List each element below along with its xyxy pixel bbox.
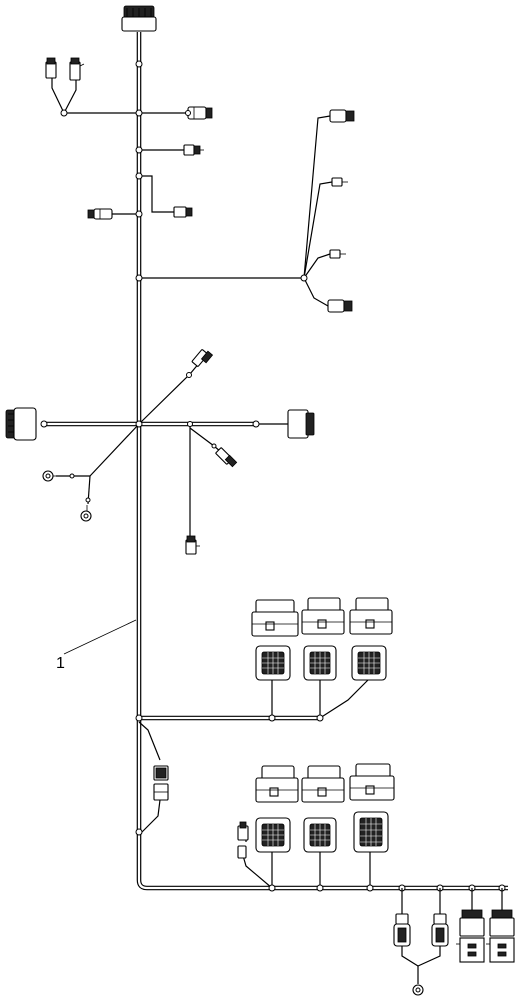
- ecu-connector-4: [255, 817, 291, 853]
- ecu-connector-5: [303, 817, 337, 853]
- ecu-group-lower: [237, 763, 395, 892]
- branch-connector-left-214: [87, 208, 139, 220]
- branch-right-fan: [139, 109, 355, 313]
- plug-housing-4: [255, 765, 299, 803]
- plug-housing-5: [301, 765, 345, 803]
- plug-housing-2: [301, 597, 345, 635]
- plug-housing-1: [251, 599, 299, 637]
- ecu-connector-2: [303, 645, 337, 681]
- trunk-splice-nodes: [135, 60, 143, 428]
- bottom-right-cluster: [393, 884, 515, 996]
- inline-connector-loop: [135, 721, 169, 836]
- branch-connector-150: [139, 144, 204, 156]
- plug-housing-3: [349, 597, 393, 635]
- callout-label: 1: [56, 655, 65, 672]
- branch-l-connector-176: [139, 175, 193, 218]
- ecu-connector-3: [351, 645, 387, 681]
- plug-housing-6: [349, 763, 395, 801]
- ecu-connector-6: [353, 811, 389, 853]
- branch-twin-connectors-top-left: [45, 57, 139, 117]
- main-trunk: [136, 32, 508, 891]
- branch-connector-right-113: [139, 106, 213, 120]
- callout-1: 1: [56, 619, 137, 672]
- branch-middle-cross: [5, 349, 315, 555]
- ecu-group-upper: [135, 597, 393, 722]
- top-circular-connector: [121, 5, 157, 32]
- ecu-connector-1: [255, 645, 291, 681]
